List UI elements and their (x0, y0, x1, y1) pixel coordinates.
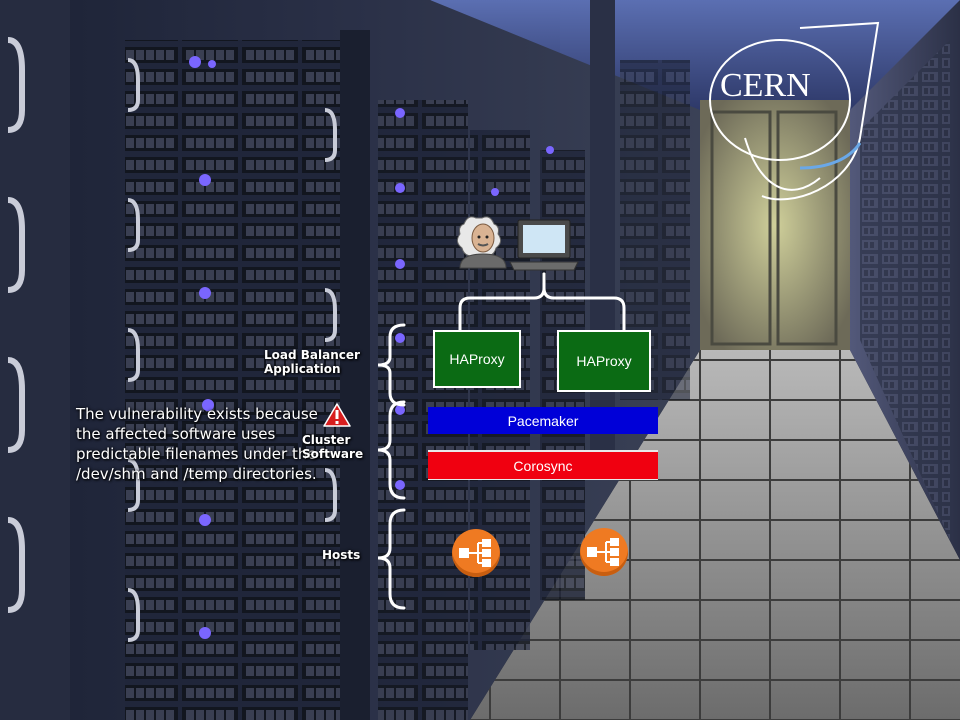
cluster-brace (377, 400, 406, 500)
vulnerability-description: The vulnerability exists because the aff… (76, 405, 318, 483)
tier-label-load-balancer: Load Balancer Application (264, 348, 360, 376)
tier-label-cluster: Cluster Software (302, 433, 364, 461)
laptop-icon (509, 219, 579, 271)
warning-icon (323, 403, 351, 427)
cern-logo-text: CERN (720, 67, 811, 104)
cern-logo: CERN (709, 21, 880, 201)
load-balancer-icon (452, 529, 500, 577)
tier-braces (377, 323, 406, 610)
haproxy-right-box: HAProxy (557, 330, 651, 392)
haproxy-left-box: HAProxy (433, 330, 521, 388)
load-balancer-brace (377, 323, 406, 407)
load-balancer-icon (580, 528, 628, 576)
pacemaker-bar: Pacemaker (428, 407, 658, 434)
corosync-bar: Corosync (428, 450, 658, 480)
hosts-brace (377, 508, 406, 610)
user-avatar-icon (456, 216, 507, 269)
tier-label-hosts: Hosts (322, 548, 361, 562)
client-connector (456, 216, 626, 332)
